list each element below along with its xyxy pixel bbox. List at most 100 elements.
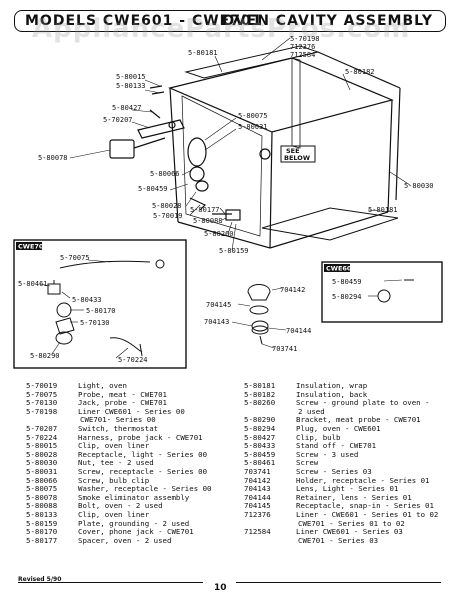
part-number: 703741	[244, 466, 271, 476]
footer-rule-left	[18, 582, 203, 583]
part-row: CWE701 - Series 01 to 02	[244, 519, 454, 529]
part-number: 5-80459	[244, 449, 276, 459]
callout-5-80088: 5-80088	[193, 217, 223, 225]
part-description: Retainer, lens - Series 01	[296, 492, 412, 502]
part-description: Clip, bulb	[296, 432, 341, 442]
part-number: 712376	[244, 509, 271, 519]
callout-704145: 704145	[206, 301, 231, 309]
callout-5-70207: 5-70207	[103, 116, 133, 124]
part-row: 704145 Receptacle, snap-in - Series 01	[244, 502, 454, 511]
part-description: Harness, probe jack - CWE701	[78, 432, 203, 442]
part-row: 5-80028 Receptacle, light - Series 00	[26, 449, 236, 460]
cwe701-inset: CWE701 5-70075 5	[13, 239, 187, 369]
cwe601-box-title: CWE601	[326, 265, 356, 273]
part-number: 5-80031	[26, 466, 58, 476]
callout-5-80459-cwe601: 5-80459	[332, 278, 362, 286]
callout-704143: 704143	[204, 318, 229, 326]
part-row: 704144 Retainer, lens - Series 01	[244, 492, 454, 503]
cwe701-box-title: CWE701	[18, 243, 48, 251]
part-number: 5-70198	[26, 406, 58, 416]
part-description: Light, oven	[78, 381, 127, 390]
assembly-title: OVEN CAVITY ASSEMBLY	[222, 13, 433, 29]
callout-704144: 704144	[286, 327, 311, 335]
callout-5-80181-bottom: 5-80181	[368, 206, 398, 214]
callout-5-80427: 5-80427	[112, 104, 142, 112]
revision-date: Revised 5/90	[18, 576, 62, 583]
part-row: 5-70198 Liner CWE601 - Series 00	[26, 406, 236, 417]
part-number: 5-80181	[244, 381, 276, 390]
oven-cavity-drawing	[109, 45, 401, 249]
part-row: 712584 Liner CWE601 - Series 03	[244, 527, 454, 537]
part-number: 5-80177	[26, 535, 58, 545]
callout-5-80170: 5-80170	[86, 307, 116, 315]
cwe601-inset: CWE601 5-80459 5-80294	[321, 261, 443, 323]
callout-5-70130: 5-70130	[80, 319, 110, 327]
callout-703741: 703741	[272, 345, 297, 353]
part-number: 5-70075	[26, 389, 58, 399]
part-number: 5-80427	[244, 432, 276, 442]
part-description: Stand off - CWE701	[296, 441, 377, 451]
model-numbers: MODELS CWE601 - CWE701	[25, 13, 263, 29]
part-description: Liner CWE601 - Series 00	[78, 406, 185, 416]
watermark: AppliancePartsPros.com	[32, 14, 411, 44]
part-row: CWE701 - Series 03	[244, 535, 454, 546]
callout-5-80028: 5-80028	[152, 202, 182, 210]
part-number: 5-70019	[26, 381, 58, 390]
part-number: 5-80075	[26, 484, 58, 494]
part-number: 712584	[244, 527, 271, 537]
part-row: 2 used	[244, 406, 454, 417]
part-number: 5-80294	[244, 423, 276, 433]
callout-5-80159: 5-80159	[219, 247, 249, 255]
part-description: Clip, oven liner	[78, 441, 150, 451]
part-description: Screw, bulb clip	[78, 475, 150, 485]
part-description: Clip, oven liner	[78, 509, 150, 519]
part-description: Receptacle, light - Series 00	[78, 449, 208, 459]
part-description: CWE701 - Series 03	[298, 535, 379, 545]
part-number: 5-80159	[26, 518, 58, 528]
part-number: 5-80028	[26, 449, 58, 459]
callout-5-80015: 5-80015	[116, 73, 146, 81]
part-description: Cover, phone jack - CWE701	[78, 527, 194, 537]
part-description: Smoke eliminator assembly	[78, 492, 190, 502]
part-description: Liner CWE601 - Series 03	[296, 527, 403, 537]
part-row: 712376 Liner - CWE601 - Series 01 to 02	[244, 509, 454, 520]
part-number: 704144	[244, 492, 271, 502]
callout-5-70198: 5-70198	[290, 35, 320, 43]
part-row: 5-80181 Insulation, wrap	[244, 381, 454, 391]
exploded-diagram: 5-70198 712376 712584 5-80181 5-80182 5-…	[13, 35, 443, 369]
part-description: Liner - CWE601 - Series 01 to 02	[296, 509, 439, 519]
part-number: 5-80182	[244, 389, 276, 399]
part-description: Screw - ground plate to oven -	[296, 398, 430, 408]
part-number: 704142	[244, 475, 271, 485]
part-description: Lens, Light - Series 01	[296, 484, 399, 494]
see-below-line2: BELOW	[284, 154, 310, 162]
part-description: Receptacle, snap-in - Series 01	[296, 501, 434, 511]
part-description: Insulation, wrap	[296, 381, 368, 390]
part-number: 704145	[244, 501, 271, 511]
part-description: 2 used	[298, 406, 325, 416]
callout-5-80078: 5-80078	[38, 154, 68, 162]
callout-712376: 712376	[290, 43, 315, 51]
part-row: 5-70019 Light, oven	[26, 381, 236, 391]
part-number: 5-80078	[26, 492, 58, 502]
callout-704142: 704142	[280, 286, 305, 294]
part-description: Screw, receptacle - Series 00	[78, 466, 208, 476]
callout-5-80133: 5-80133	[116, 82, 146, 90]
part-number: 5-80461	[244, 458, 276, 468]
callout-5-80177: 5-80177	[190, 206, 220, 214]
callout-5-80461: 5-80461	[18, 280, 48, 288]
part-row: 5-80031 Screw, receptacle - Series 00	[26, 466, 236, 477]
part-row: 5-80427 Clip, bulb	[244, 432, 454, 443]
